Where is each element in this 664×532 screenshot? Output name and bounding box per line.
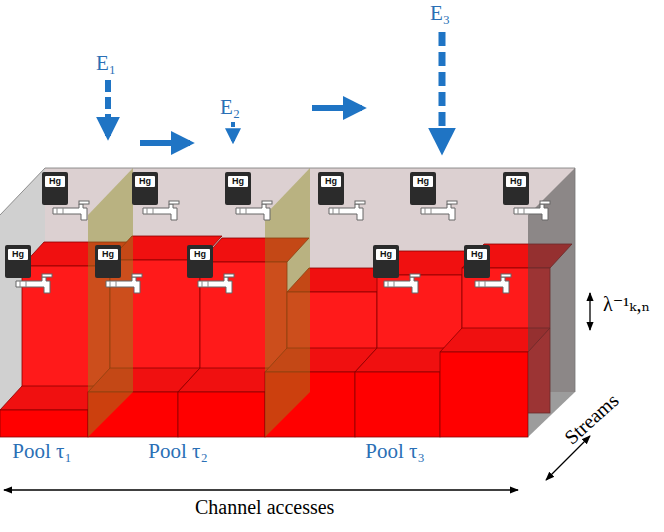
battery-icon: Hg xyxy=(95,245,121,278)
battery-icon: Hg xyxy=(225,172,251,205)
battery-label: Hg xyxy=(135,176,155,187)
battery-label: Hg xyxy=(45,176,65,187)
pool-label: Pool τ₃ xyxy=(365,440,425,462)
battery-label: Hg xyxy=(467,249,487,260)
battery-icon: Hg xyxy=(42,172,68,205)
battery-icon: Hg xyxy=(132,172,158,205)
energy-label: E₃ xyxy=(430,2,450,24)
energy-label: E₁ xyxy=(96,52,116,74)
pool-label: Pool τ₂ xyxy=(148,440,208,462)
battery-label: Hg xyxy=(8,249,28,260)
energy-label: E₂ xyxy=(220,96,240,118)
battery-icon: Hg xyxy=(373,245,399,278)
battery-label: Hg xyxy=(413,176,433,187)
battery-label: Hg xyxy=(228,176,248,187)
axis-label: Streams xyxy=(560,389,623,449)
battery-icon: Hg xyxy=(503,172,529,205)
battery-label: Hg xyxy=(506,176,526,187)
rate-label: λ⁻¹ₖ,ₙ xyxy=(603,292,650,316)
battery-label: Hg xyxy=(190,249,210,260)
battery-label: Hg xyxy=(321,176,341,187)
pool-label: Pool τ₁ xyxy=(12,440,72,462)
battery-icon: Hg xyxy=(464,245,490,278)
battery-icon: Hg xyxy=(318,172,344,205)
battery-icon: Hg xyxy=(187,245,213,278)
battery-icon: Hg xyxy=(410,172,436,205)
battery-label: Hg xyxy=(376,249,396,260)
battery-icon: Hg xyxy=(5,245,31,278)
battery-label: Hg xyxy=(98,249,118,260)
axis-label: Channel accesses xyxy=(195,496,334,519)
